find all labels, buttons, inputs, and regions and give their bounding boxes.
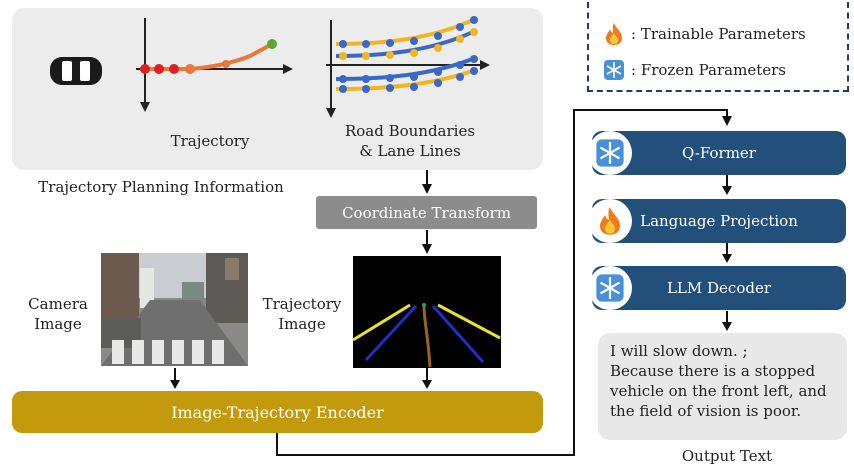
language-projection-block: Language Projection [592,199,846,243]
car-icon [50,57,102,85]
legend-box: : Trainable Parameters : Frozen Paramete… [587,2,849,92]
output-line-2: Because there is a stopped [610,362,816,380]
snowflake-icon [596,274,624,302]
road-label-line2: & Lane Lines [359,142,461,160]
q-former-frozen-badge [588,131,632,175]
trajectory-image-label-line1: Trajectory [262,295,342,313]
output-line-3: vehicle on the front left, and [610,382,827,400]
trajectory-curve [145,42,273,71]
camera-image [101,253,248,366]
road-points [339,16,478,93]
road-lines [335,17,476,91]
trajectory-image-label-line2: Image [278,315,326,333]
fire-icon [600,207,620,235]
road-axes [326,20,490,118]
trajectory-label: Trajectory [170,132,250,150]
llm-decoder-block: LLM Decoder [592,266,846,310]
legend-frozen-text: : Frozen Parameters [631,61,786,79]
snowflake-icon [596,139,624,167]
snowflake-icon [604,60,624,80]
fire-icon [606,23,622,45]
road-label-line1: Road Boundaries [344,122,476,140]
output-line-4: the field of vision is poor. [610,402,802,420]
coordinate-transform-block: Coordinate Transform [316,196,537,229]
trajectory-planning-panel [12,8,543,170]
image-trajectory-encoder-block: Image-Trajectory Encoder [12,391,543,433]
legend-trainable: : Trainable Parameters [603,22,806,46]
flow-arrows [170,109,732,456]
llm-decoder-frozen-badge [588,266,632,310]
planning-panel-label: Trajectory Planning Information [38,178,284,196]
camera-image-label-line2: Image [34,315,82,333]
output-text-box: I will slow down. ; Because there is a s… [598,333,847,440]
output-line-1: I will slow down. ; [610,342,748,360]
trajectory-image [352,256,501,368]
q-former-block: Q-Former [592,131,846,175]
camera-image-label-line1: Camera [28,295,88,313]
legend-trainable-text: : Trainable Parameters [631,25,806,43]
trajectory-points [140,39,277,74]
legend-frozen: : Frozen Parameters [603,59,786,81]
language-projection-trainable-badge [588,199,632,243]
output-text-label: Output Text [681,447,773,465]
